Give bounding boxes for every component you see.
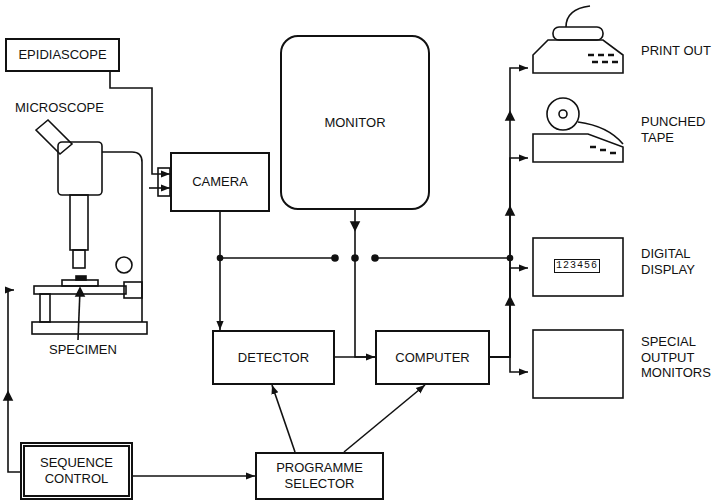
- printer-paper: [566, 6, 590, 27]
- box-label: DETECTOR: [238, 350, 309, 366]
- output-monitor-box: [533, 330, 623, 398]
- connector: [344, 385, 425, 452]
- connector: [490, 68, 528, 357]
- box-label: CAMERA: [192, 174, 248, 190]
- stage-bracket: [124, 282, 142, 298]
- specimen-mark: [76, 276, 86, 280]
- connector: [490, 268, 528, 357]
- device-label: PRINT OUT: [640, 43, 726, 59]
- process-box: COMPUTER: [375, 330, 490, 385]
- switch-bus: [4, 112, 514, 400]
- output-device: 123456 DIGITAL DISPLAY: [528, 238, 723, 300]
- microscope-arm: [102, 152, 142, 322]
- microscope-slide: [62, 280, 98, 286]
- connector: [133, 475, 255, 477]
- microscope-base: [32, 322, 147, 334]
- printer-keys: [588, 55, 618, 62]
- camera-box: CAMERA: [170, 152, 270, 212]
- connector: [219, 212, 221, 330]
- device-label: PUNCHED TAPE: [640, 114, 726, 145]
- monitor-screen: MONITOR: [280, 35, 430, 210]
- bus-line: [220, 257, 510, 259]
- connector: [8, 290, 20, 472]
- tape-punch-illustration: [533, 98, 623, 162]
- box-label: EPIDIASCOPE: [18, 47, 106, 63]
- tape-reel: [547, 98, 579, 130]
- reel-hub: [559, 110, 567, 118]
- digital-display-box: [533, 238, 623, 296]
- microscope-eyepiece: [36, 120, 72, 154]
- device-label: MICROSCOPE: [14, 100, 105, 116]
- microscope-head: [58, 142, 102, 195]
- connector: [272, 385, 295, 452]
- connector: [149, 187, 170, 189]
- source-box: EPIDIASCOPE: [5, 38, 120, 72]
- camera-lens: [158, 168, 170, 196]
- specimen-leader: [78, 290, 80, 340]
- box-label: PROGRAMME SELECTOR: [265, 460, 374, 491]
- box-label: COMPUTER: [395, 350, 469, 366]
- process-box: PROGRAMME SELECTOR: [255, 452, 384, 500]
- leader-arrowhead: [76, 288, 84, 296]
- tape-punch-keys: [590, 147, 616, 153]
- display-digits: 123456: [554, 259, 600, 273]
- box-label: SEQUENCE CONTROL: [33, 455, 120, 486]
- stage-support: [40, 294, 50, 322]
- output-device: PRINT OUT: [528, 5, 723, 80]
- connector: [355, 210, 375, 357]
- microscope-illustration: [32, 120, 147, 340]
- control-box: SEQUENCE CONTROL: [20, 442, 133, 500]
- connector: [490, 158, 528, 357]
- punched-tape-strip: [578, 122, 623, 144]
- process-box: DETECTOR: [212, 330, 335, 385]
- microscope-objective: [73, 250, 85, 268]
- printer-platen: [553, 27, 603, 40]
- switch-contact: [332, 255, 338, 261]
- microscope-node: MICROSCOPE SPECIMEN: [14, 100, 149, 365]
- output-device: PUNCHED TAPE: [528, 92, 723, 167]
- device-label: SPECIMEN: [48, 342, 118, 358]
- device-label: DIGITAL DISPLAY: [640, 246, 726, 277]
- box-label: MONITOR: [324, 115, 385, 131]
- connector: [490, 357, 528, 372]
- output-device: SPECIAL OUTPUT MONITORS: [528, 330, 723, 398]
- focus-knob: [116, 257, 132, 273]
- connector: [110, 72, 170, 174]
- tape-punch-body: [533, 134, 623, 162]
- printer-body: [533, 40, 623, 73]
- microscope-body-tube: [70, 195, 88, 250]
- switch-contact: [372, 255, 378, 261]
- printer-illustration: [533, 6, 623, 73]
- device-label: SPECIAL OUTPUT MONITORS: [640, 334, 726, 381]
